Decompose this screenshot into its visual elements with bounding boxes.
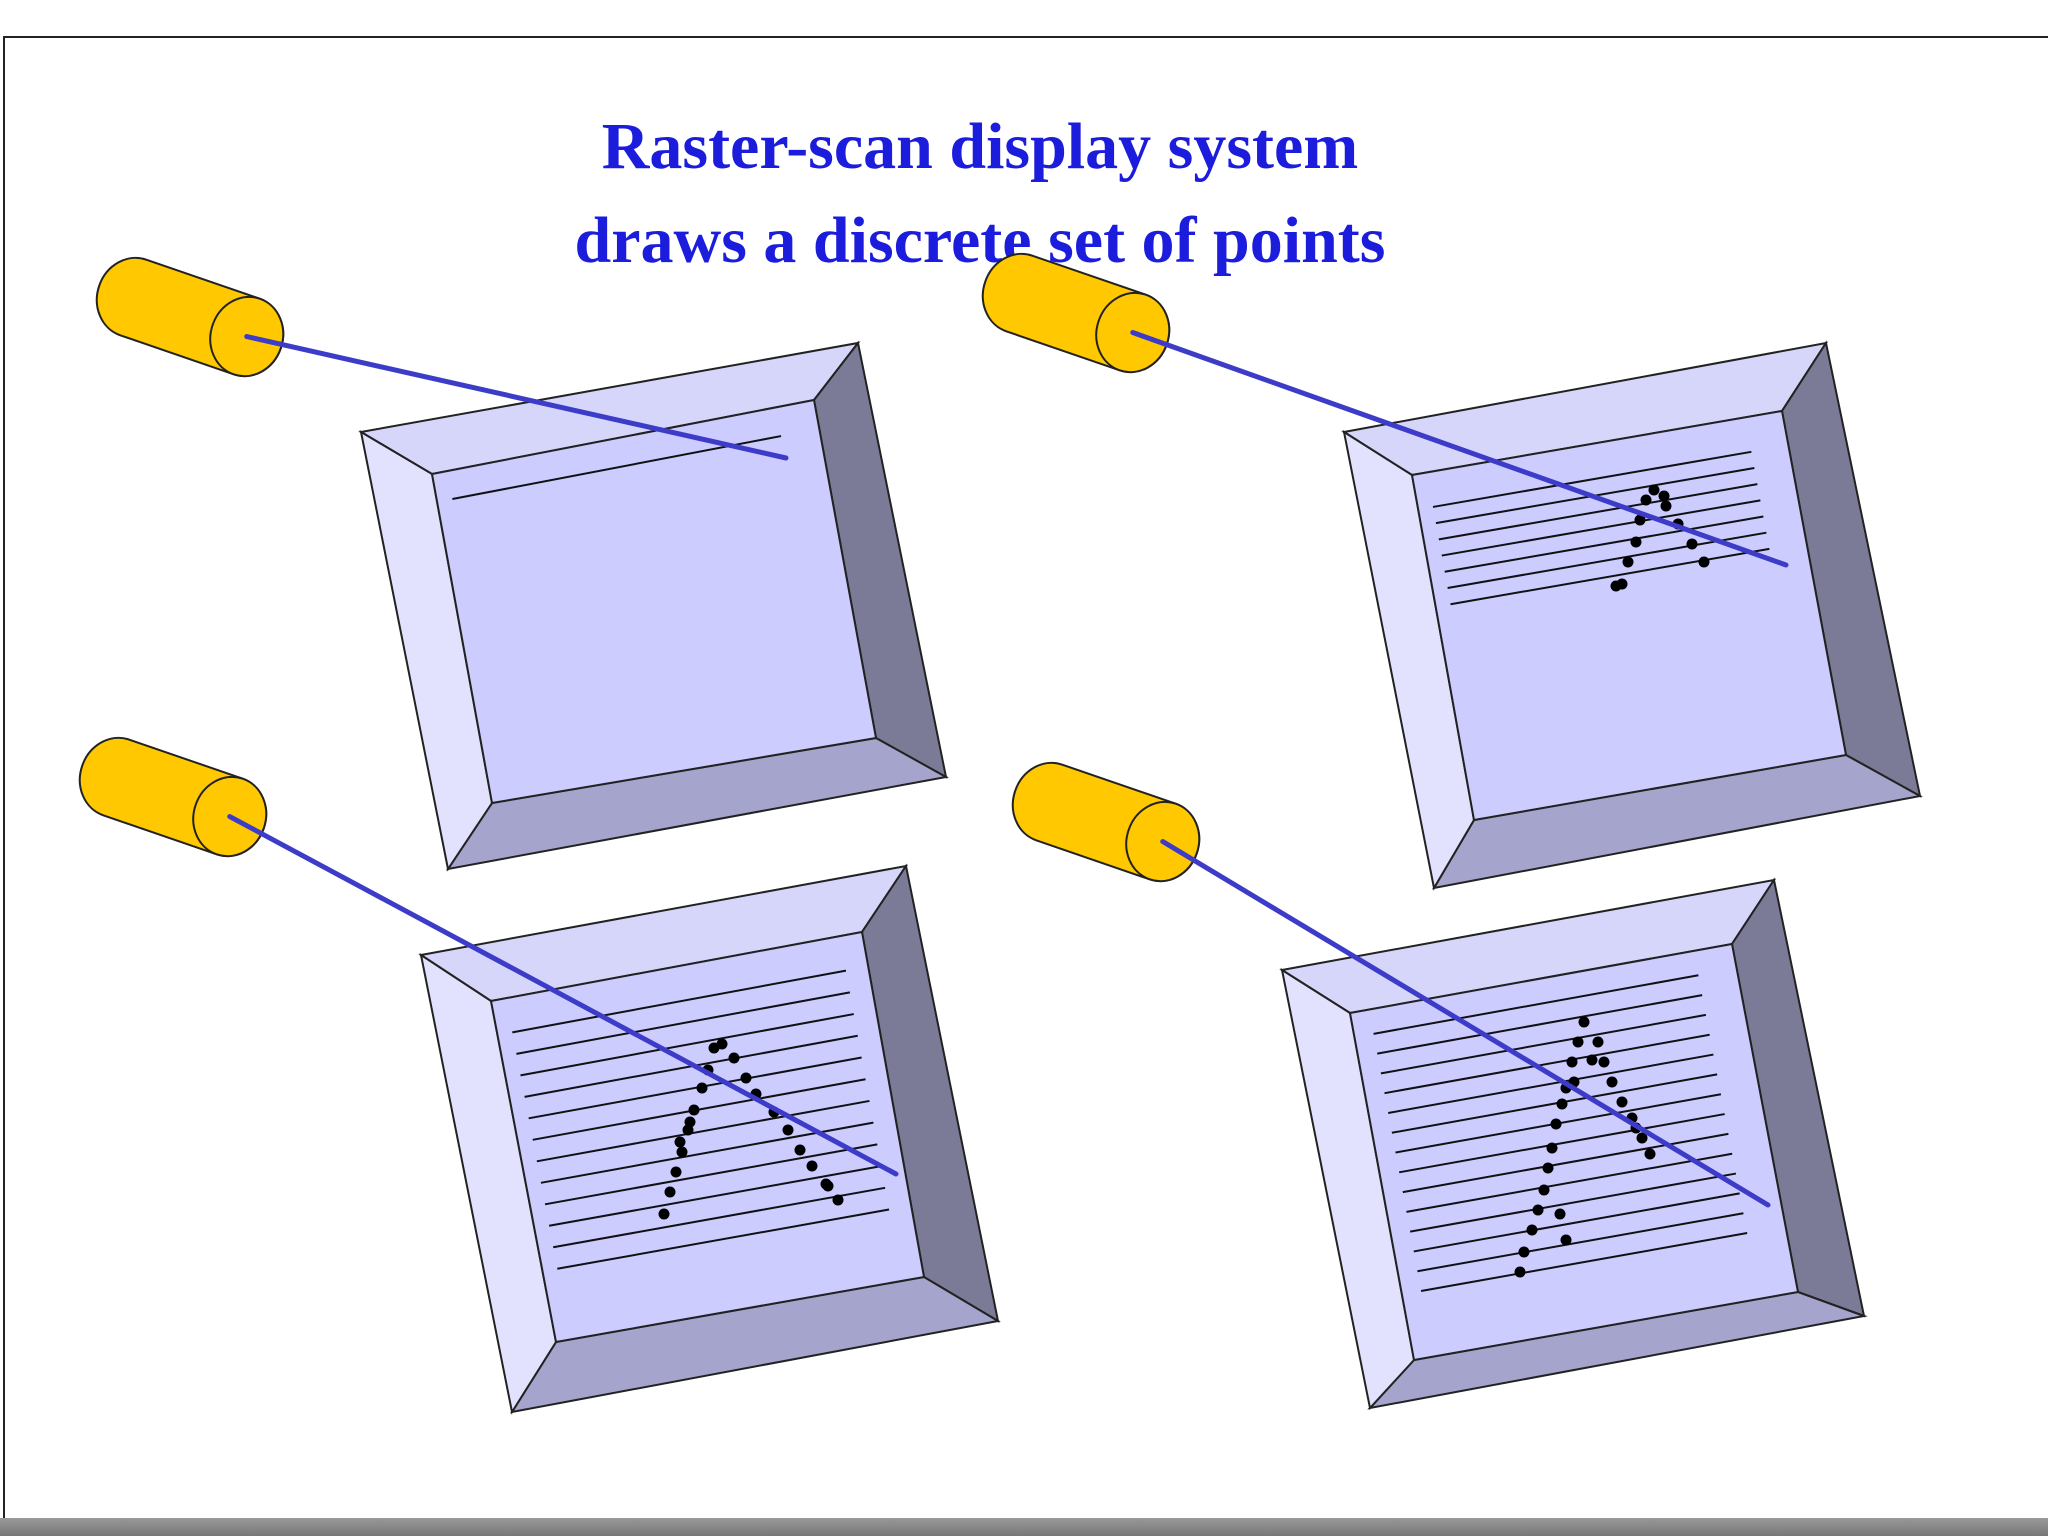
electron-beam: [1130, 330, 1789, 568]
screen-face: [430, 398, 878, 805]
scan-stage-1: [95, 256, 949, 872]
scan-line: [1380, 1013, 1707, 1075]
slide-title: Raster-scan display system draws a discr…: [300, 100, 1660, 288]
electron-gun-icon: [95, 256, 285, 378]
pixel-dot: [1616, 1096, 1628, 1108]
scan-line: [1409, 1172, 1737, 1233]
pixel-dot: [1644, 1148, 1656, 1160]
scan-line: [557, 1208, 890, 1270]
pixel-dot: [1572, 1036, 1584, 1048]
scan-line: [1373, 974, 1699, 1035]
scan-stage-2: [981, 252, 1923, 891]
scan-line: [544, 1143, 878, 1206]
pixel-dot: [782, 1124, 794, 1136]
scan-line: [1406, 1152, 1733, 1213]
pixel-dot: [1640, 494, 1652, 506]
pixel-dot: [1630, 536, 1642, 548]
electron-beam: [1160, 839, 1771, 1208]
pixel-dot: [658, 1208, 670, 1220]
pixel-dot: [696, 1082, 708, 1094]
pixel-dot: [1658, 490, 1670, 502]
pixel-dot: [684, 1116, 696, 1128]
pixel-dot: [1598, 1056, 1610, 1068]
pixel-dot: [740, 1072, 752, 1084]
pixel-dot: [1610, 580, 1622, 592]
pixel-dot: [1556, 1098, 1568, 1110]
pixel-dot: [1518, 1246, 1530, 1258]
pixel-dot: [1586, 1054, 1598, 1066]
pixel-dot: [822, 1180, 834, 1192]
window-bottom-bar: [0, 1518, 2048, 1536]
electron-beam: [244, 334, 789, 461]
scan-line: [1438, 483, 1758, 541]
scan-line: [553, 1186, 886, 1249]
pixel-dot: [832, 1194, 844, 1206]
scan-line: [1384, 1033, 1710, 1095]
pixel-dot: [1514, 1266, 1526, 1278]
electron-gun-icon: [981, 252, 1171, 374]
pixel-dot: [1546, 1142, 1558, 1154]
pixel-dot: [728, 1052, 740, 1064]
title-line-1: Raster-scan display system: [601, 110, 1359, 183]
pixel-dot: [1648, 484, 1660, 496]
scan-line: [1413, 1192, 1740, 1253]
pixel-dot: [1636, 1132, 1648, 1144]
pixel-dot: [664, 1186, 676, 1198]
pixel-dot: [1542, 1162, 1554, 1174]
pixel-dot: [1550, 1118, 1562, 1130]
scan-line: [512, 969, 847, 1034]
pixel-dot: [1660, 500, 1672, 512]
scan-line: [1391, 1073, 1718, 1134]
scan-line: [548, 1165, 882, 1227]
pixel-dot: [1606, 1076, 1618, 1088]
pixel-dot: [670, 1166, 682, 1178]
electron-beam: [227, 814, 899, 1177]
pixel-dot: [1698, 556, 1710, 568]
pixel-dot: [1634, 514, 1646, 526]
slide-border: [3, 36, 2048, 1527]
scan-line: [1398, 1113, 1725, 1174]
pixel-dot: [794, 1144, 806, 1156]
scan-line: [1388, 1053, 1714, 1114]
electron-gun-icon: [1011, 761, 1201, 883]
pixel-dot: [1526, 1224, 1538, 1236]
scan-line: [1417, 1212, 1744, 1273]
scan-line: [1447, 531, 1767, 589]
scan-stage-4: [1011, 761, 1868, 1411]
pixel-dot: [676, 1146, 688, 1158]
pixel-dot: [1560, 1234, 1572, 1246]
pixel-dot: [708, 1042, 720, 1054]
pixel-dot: [1566, 1056, 1578, 1068]
scan-line: [1402, 1132, 1729, 1194]
scan-stage-3: [78, 736, 1001, 1415]
electron-gun-icon: [78, 736, 268, 858]
screen-face: [1410, 409, 1848, 822]
pixel-dot: [688, 1104, 700, 1116]
scan-line: [528, 1056, 862, 1120]
scan-line: [536, 1099, 870, 1163]
screen-face: [1348, 942, 1800, 1362]
pixel-dot: [806, 1160, 818, 1172]
title-line-2: draws a discrete set of points: [574, 204, 1386, 277]
scan-line: [1444, 515, 1764, 573]
pixel-dot: [1538, 1184, 1550, 1196]
scan-line: [1377, 994, 1703, 1055]
pixel-dot: [1554, 1208, 1566, 1220]
pixel-dot: [1686, 538, 1698, 550]
pixel-dot: [1592, 1036, 1604, 1048]
pixel-dot: [1622, 556, 1634, 568]
pixel-dot: [1578, 1016, 1590, 1028]
scan-line: [1432, 450, 1752, 508]
scan-line: [1441, 499, 1761, 557]
pixel-dot: [674, 1136, 686, 1148]
scan-line: [520, 1013, 854, 1077]
scan-line: [516, 991, 851, 1055]
scan-line: [1450, 547, 1770, 606]
pixel-dot: [1532, 1204, 1544, 1216]
scan-line: [1420, 1232, 1748, 1292]
